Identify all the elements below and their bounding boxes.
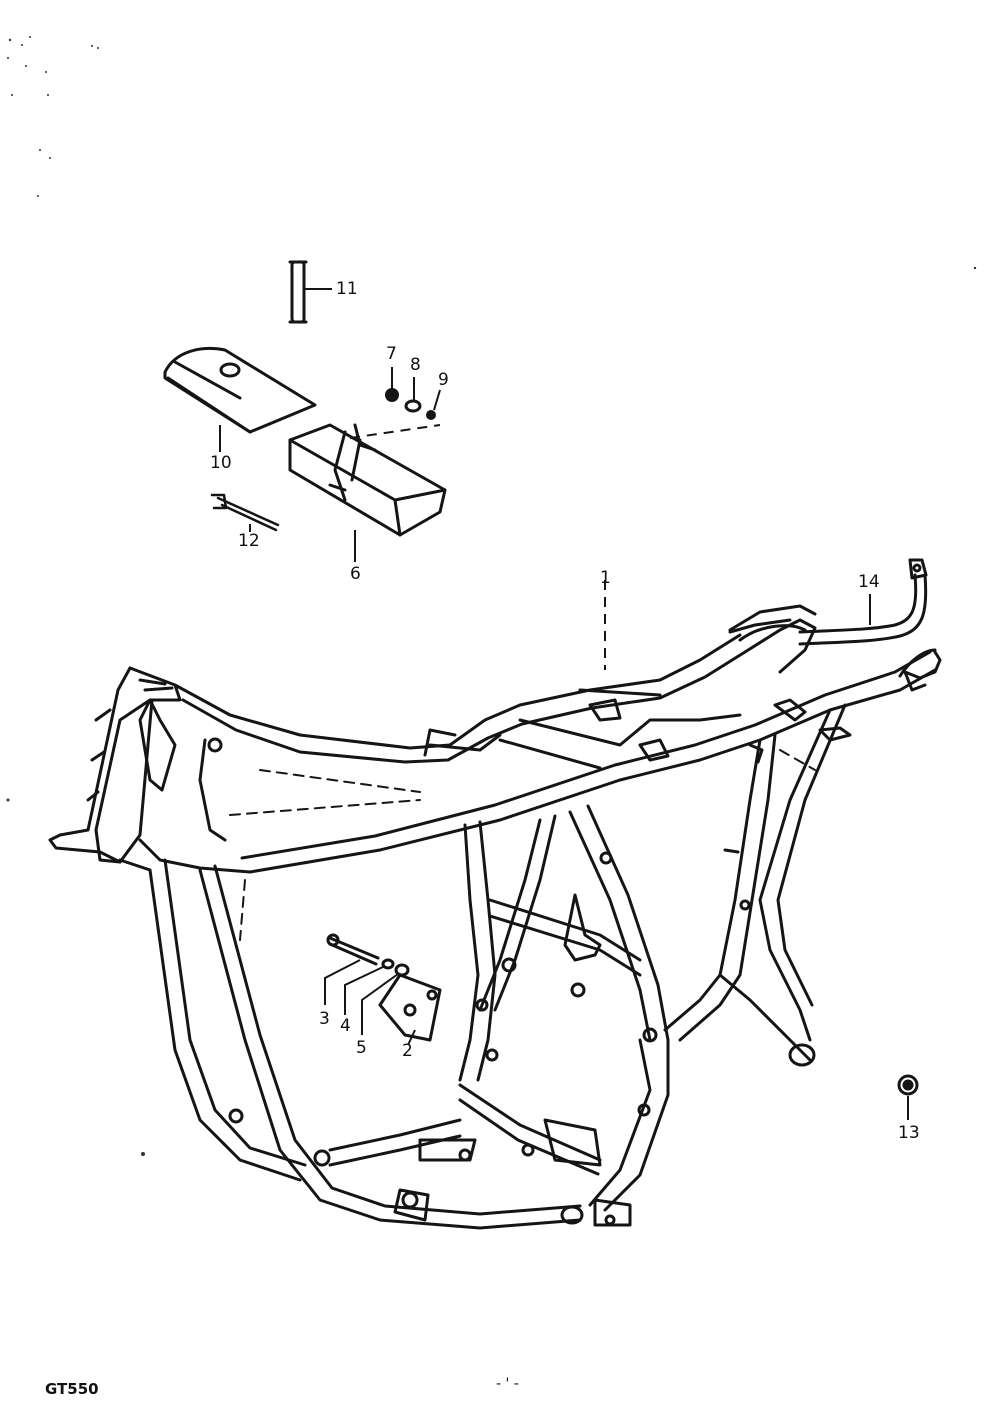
callout-13-label: 13: [898, 1123, 920, 1143]
plug-part: [897, 1074, 919, 1096]
tool-bag-part: [163, 346, 317, 434]
callout-5-label: 5: [356, 1038, 367, 1058]
scan-speckles: [6, 36, 977, 1156]
callout-2-label: 2: [402, 1041, 413, 1061]
tray-hardware: [349, 388, 441, 439]
callout-9-label: 9: [438, 370, 449, 390]
page-number: - ' -: [496, 1376, 519, 1392]
model-label: GT550: [45, 1380, 99, 1398]
callout-4-label: 4: [340, 1016, 351, 1036]
callout-3-label: 3: [319, 1009, 330, 1029]
callout-11-label: 11: [336, 279, 358, 299]
callout-8-label: 8: [410, 355, 421, 375]
wrench-part: [210, 493, 280, 532]
callout-12-label: 12: [238, 531, 260, 551]
grab-bar-part: [798, 558, 928, 646]
frame-part: [48, 604, 942, 1230]
callout-14-label: 14: [858, 572, 880, 592]
battery-tray-part: [288, 423, 447, 537]
rubber-band-part: [288, 260, 308, 324]
callout-1-label: 1: [600, 568, 611, 588]
leader-lines: [219, 288, 909, 1120]
callout-6-label: 6: [350, 564, 361, 584]
callout-7-label: 7: [386, 344, 397, 364]
engine-mount-hardware: [326, 933, 442, 1042]
callout-10-label: 10: [210, 453, 232, 473]
